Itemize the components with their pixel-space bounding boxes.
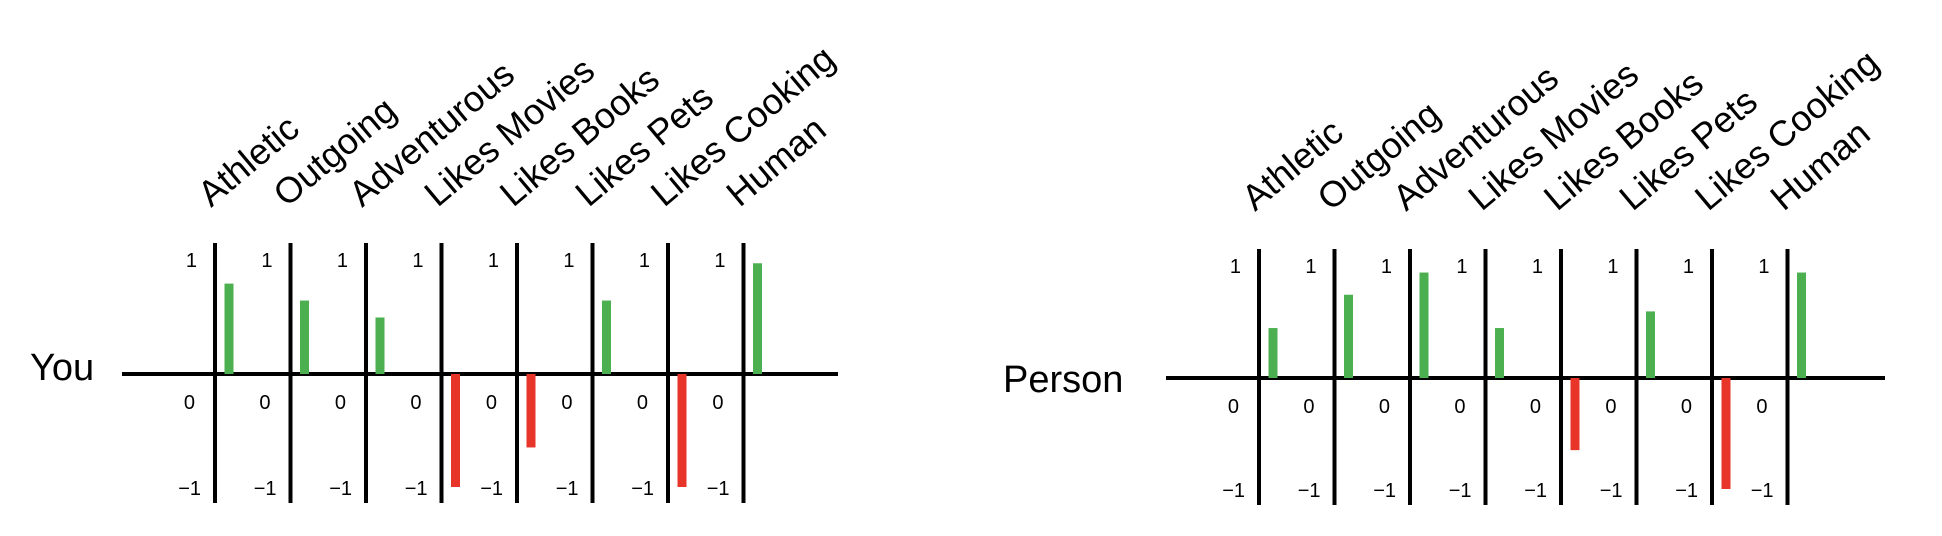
panel-person: Person 10−1Athletic10−1Outgoing10−1Adven… — [1003, 41, 1886, 505]
tick-label-zero: 0 — [1303, 396, 1314, 418]
bar-outgoing — [1344, 294, 1353, 378]
tick-label-zero: 0 — [1605, 396, 1616, 418]
tick-label-top: 1 — [563, 250, 574, 272]
bar-athletic — [1268, 328, 1278, 378]
tick-label-bottom: −1 — [405, 478, 428, 500]
tick-label-top: 1 — [261, 250, 272, 272]
tick-label-top: 1 — [1683, 256, 1694, 278]
tick-label-zero: 0 — [561, 392, 572, 414]
tick-label-zero: 0 — [1379, 396, 1390, 418]
tick-label-bottom: −1 — [556, 478, 579, 500]
bar-human — [1797, 272, 1806, 378]
bar-likes-pets — [602, 300, 611, 374]
tick-label-zero: 0 — [335, 392, 346, 414]
tick-label-zero: 0 — [410, 392, 421, 414]
bar-likes-books — [526, 374, 536, 448]
tick-label-bottom: −1 — [1222, 480, 1245, 502]
tick-label-bottom: −1 — [1751, 480, 1774, 502]
bar-likes-movies — [451, 374, 460, 487]
row-label-you: You — [30, 347, 94, 389]
tick-label-bottom: −1 — [1524, 480, 1547, 502]
bar-adventurous — [375, 317, 385, 374]
bar-likes-pets — [1646, 311, 1655, 378]
tick-label-bottom: −1 — [1449, 480, 1472, 502]
tick-label-bottom: −1 — [329, 478, 352, 500]
bar-likes-cooking — [1721, 378, 1731, 489]
tick-label-top: 1 — [1456, 256, 1467, 278]
tick-label-top: 1 — [337, 250, 348, 272]
tick-label-top: 1 — [1532, 256, 1543, 278]
panel-you: You 10−1Athletic10−1Outgoing10−1Adventur… — [30, 37, 842, 503]
tick-label-zero: 0 — [1756, 396, 1767, 418]
tick-label-top: 1 — [714, 250, 725, 272]
tick-label-bottom: −1 — [1373, 480, 1396, 502]
tick-label-top: 1 — [412, 250, 423, 272]
tick-label-zero: 0 — [1530, 396, 1541, 418]
bar-adventurous — [1419, 272, 1429, 378]
bar-likes-movies — [1495, 328, 1504, 378]
bar-outgoing — [300, 300, 309, 374]
tick-label-bottom: −1 — [1298, 480, 1321, 502]
tick-label-bottom: −1 — [178, 478, 201, 500]
bar-human — [753, 263, 762, 374]
tick-label-bottom: −1 — [1600, 480, 1623, 502]
tick-label-top: 1 — [488, 250, 499, 272]
tick-label-zero: 0 — [712, 392, 723, 414]
tick-label-zero: 0 — [184, 392, 195, 414]
tick-label-top: 1 — [1758, 256, 1769, 278]
bar-likes-cooking — [677, 374, 687, 487]
tick-label-bottom: −1 — [1675, 480, 1698, 502]
tick-label-top: 1 — [1607, 256, 1618, 278]
tick-label-top: 1 — [186, 250, 197, 272]
tick-label-bottom: −1 — [707, 478, 730, 500]
tick-label-zero: 0 — [1681, 396, 1692, 418]
tick-label-top: 1 — [639, 250, 650, 272]
tick-label-top: 1 — [1230, 256, 1241, 278]
tick-label-zero: 0 — [259, 392, 270, 414]
tick-label-top: 1 — [1381, 256, 1392, 278]
row-label-person: Person — [1003, 359, 1123, 401]
bar-athletic — [224, 283, 234, 374]
tick-label-zero: 0 — [486, 392, 497, 414]
tick-label-zero: 0 — [637, 392, 648, 414]
tick-label-zero: 0 — [1228, 396, 1239, 418]
tick-label-bottom: −1 — [254, 478, 277, 500]
tick-label-zero: 0 — [1454, 396, 1465, 418]
bar-likes-books — [1570, 378, 1580, 451]
tick-label-bottom: −1 — [480, 478, 503, 500]
tick-label-top: 1 — [1305, 256, 1316, 278]
tick-label-bottom: −1 — [631, 478, 654, 500]
